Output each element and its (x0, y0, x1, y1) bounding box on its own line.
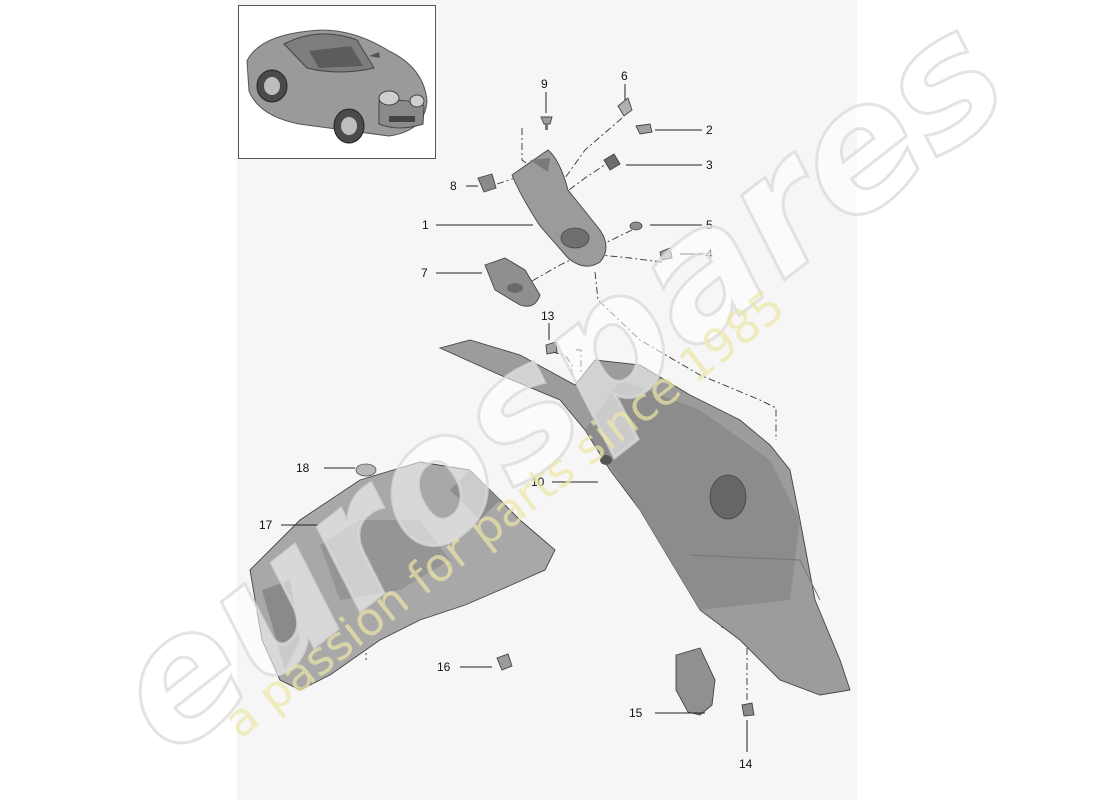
part-1-pillar-trim (511, 149, 607, 267)
callout-17: 17 (259, 518, 273, 532)
callout-14: 14 (739, 757, 753, 771)
callout-5: 5 (706, 218, 713, 232)
callout-9: 9 (541, 77, 548, 91)
callout-4: 4 (706, 247, 713, 261)
leader-lines (281, 84, 748, 752)
callout-2: 2 (706, 123, 713, 137)
part-7-belt-guide (484, 257, 541, 307)
callout-1: 1 (422, 218, 429, 232)
callout-8: 8 (450, 179, 457, 193)
fasteners (355, 97, 755, 717)
callout-7: 7 (421, 266, 428, 280)
vehicle-thumbnail (238, 5, 436, 159)
callout-labels: 9 6 2 3 8 1 5 4 7 13 10 18 17 16 15 14 (259, 69, 753, 771)
callout-18: 18 (296, 461, 310, 475)
callout-13: 13 (541, 309, 555, 323)
callout-15: 15 (629, 706, 643, 720)
callout-3: 3 (706, 158, 713, 172)
callout-16: 16 (437, 660, 451, 674)
part-15-cover (675, 647, 716, 716)
callout-6: 6 (621, 69, 628, 83)
part-17-floor-lining (249, 461, 556, 691)
callout-10: 10 (531, 475, 545, 489)
car-icon (246, 29, 428, 144)
part-10-side-trim (438, 339, 851, 696)
